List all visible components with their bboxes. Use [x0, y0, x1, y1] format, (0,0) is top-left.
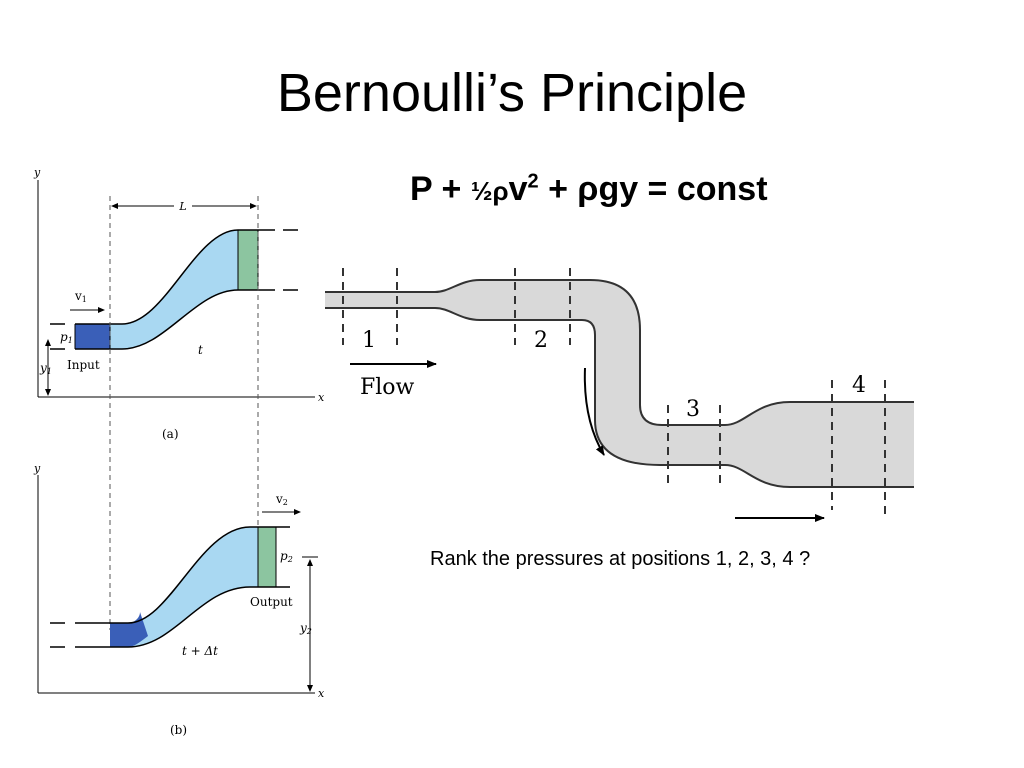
a-input-label: Input: [67, 358, 100, 372]
b-pressure-label: p2: [280, 549, 293, 564]
eq-half: ½: [470, 176, 493, 206]
b-output-segment: [258, 527, 276, 587]
a-height-symbol: y: [39, 361, 47, 375]
diagram-b: y x v2 p2 y2 Output t + Δt (b): [33, 462, 325, 737]
b-pressure-symbol: p: [280, 549, 288, 563]
b-x-axis-label: x: [318, 687, 325, 700]
position-label-2: 2: [534, 328, 548, 353]
a-fluid-body: [110, 230, 238, 349]
a-output-segment: [238, 230, 258, 290]
b-y-axis-label: y: [33, 462, 41, 475]
pipe-body: [325, 280, 914, 487]
a-caption: (a): [162, 427, 179, 441]
a-input-segment: [75, 324, 110, 349]
a-time-label: t: [198, 343, 203, 357]
a-y-axis-label: y: [33, 166, 41, 179]
b-height-label: y2: [299, 621, 312, 636]
b-output-label: Output: [250, 595, 293, 609]
eq-rest: gy = const: [598, 170, 768, 208]
a-velocity-symbol: v: [74, 289, 82, 303]
a-pressure-label: p1: [60, 330, 73, 345]
position-label-4: 4: [852, 373, 866, 398]
pipe-diagram: 1 2 3 4 Flow: [325, 268, 914, 522]
a-velocity-label: v1: [74, 289, 87, 304]
a-pipe-top-wall: [50, 229, 298, 325]
a-velocity-sub: 1: [82, 295, 87, 304]
b-velocity-symbol: v: [275, 492, 283, 506]
eq-v: v: [508, 170, 528, 208]
diagram-a: y x L v1 p1 y1 Input t (a): [33, 166, 325, 630]
eq-part1: P +: [410, 170, 471, 208]
a-x-axis-label: x: [318, 391, 325, 404]
a-pressure-sub: 1: [68, 336, 73, 345]
b-height-sub: 2: [306, 627, 312, 636]
b-fluid-body: [128, 527, 258, 647]
slide-title: Bernoulli’s Principle: [276, 63, 748, 123]
eq-part2: +: [538, 170, 578, 208]
b-time-label: t + Δt: [182, 644, 218, 658]
pipe-top-wall: [325, 279, 914, 426]
a-height-label: y1: [39, 361, 52, 376]
position-label-3: 3: [686, 397, 700, 422]
eq-exp: 2: [527, 170, 539, 193]
b-pipe-top-wall: [50, 526, 290, 624]
bernoulli-equation: P + ½ρv2 + ρgy = const: [410, 170, 768, 209]
b-height-symbol: y: [299, 621, 307, 635]
section-markers: [342, 268, 886, 515]
b-velocity-sub: 2: [283, 498, 288, 507]
flow-arrow-down: [583, 367, 605, 456]
question-text: Rank the pressures at positions 1, 2, 3,…: [430, 548, 811, 570]
eq-rho1: ρ: [492, 176, 509, 206]
a-pipe-bottom-wall: [50, 289, 298, 350]
a-length-label: L: [178, 200, 186, 213]
b-caption: (b): [170, 723, 187, 737]
position-label-1: 1: [362, 328, 376, 353]
a-pressure-symbol: p: [60, 330, 68, 344]
pipe-bottom-wall: [325, 307, 914, 488]
flow-label: Flow: [360, 375, 415, 400]
b-pipe-bottom-wall: [50, 586, 290, 648]
b-velocity-label: v2: [275, 492, 288, 507]
a-height-sub: 1: [47, 367, 52, 376]
b-pressure-sub: 2: [287, 555, 293, 564]
eq-rho2: ρ: [577, 170, 599, 208]
